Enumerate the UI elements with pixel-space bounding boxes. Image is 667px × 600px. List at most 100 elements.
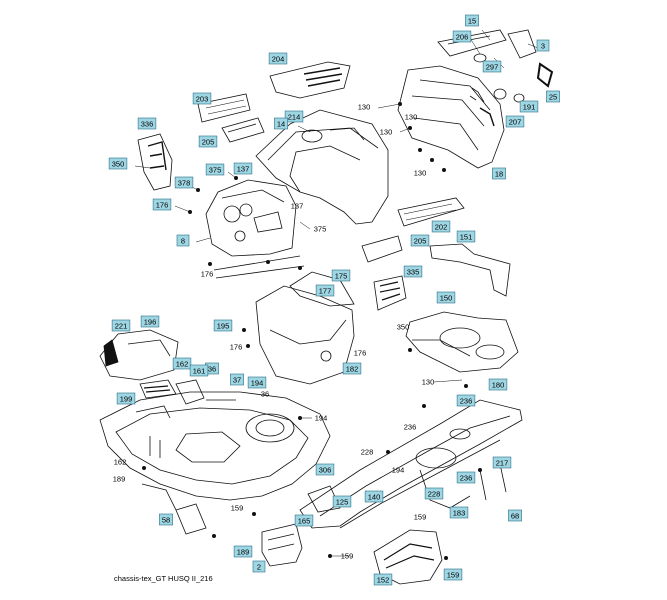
callout-number: 228 — [361, 448, 374, 457]
part-callout-130: 130 — [358, 103, 371, 112]
part-callout-228: 228 — [424, 487, 444, 500]
callout-box — [137, 117, 157, 130]
part-callout-236: 236 — [404, 423, 417, 432]
part-callout-176: 176 — [354, 349, 367, 358]
part-callout-350: 350 — [397, 323, 410, 332]
callout-number: 137 — [291, 202, 304, 211]
callout-number: 151 — [460, 233, 473, 242]
callout-number: 137 — [237, 165, 250, 174]
callout-number: 189 — [113, 475, 126, 484]
part-callout-14: 14 — [274, 117, 288, 130]
diagram-caption: chassis-tex_GT HUSQ II_216 — [114, 574, 213, 583]
callout-box — [315, 284, 335, 297]
callout-number: 36 — [208, 365, 216, 374]
callout-number: 8 — [181, 237, 185, 246]
callout-number: 375 — [314, 225, 327, 234]
callout-number: 159 — [341, 552, 354, 561]
callout-box — [205, 163, 225, 176]
callout-number: 2 — [257, 563, 261, 572]
part-callout-214: 214 — [284, 110, 304, 123]
part-callout-335: 335 — [403, 265, 423, 278]
part-callout-205: 205 — [198, 135, 218, 148]
callout-box — [230, 373, 244, 386]
part-outlines — [99, 29, 554, 585]
callout-number: 206 — [456, 33, 469, 42]
part-callout-58: 58 — [159, 513, 173, 526]
leader-lines — [134, 29, 539, 557]
callout-number: 159 — [447, 571, 460, 580]
callout-box — [159, 513, 173, 526]
callout-box — [213, 319, 233, 332]
part-callout-15: 15 — [465, 14, 479, 27]
part-callout-137: 137 — [233, 162, 253, 175]
callout-box — [456, 471, 476, 484]
callout-number: 152 — [377, 576, 390, 585]
callout-number: 336 — [141, 120, 154, 129]
callout-number: 375 — [209, 166, 222, 175]
part-callout-297: 297 — [482, 60, 502, 73]
part-callout-140: 140 — [364, 490, 384, 503]
part-callout-199: 199 — [116, 392, 136, 405]
callout-box — [488, 378, 508, 391]
callout-number: 182 — [346, 365, 359, 374]
callout-number: 130 — [405, 113, 418, 122]
callout-box — [431, 220, 451, 233]
callout-number: 236 — [404, 423, 417, 432]
callout-number: 180 — [492, 381, 505, 390]
callout-box — [247, 376, 267, 389]
callout-number: 159 — [231, 504, 244, 513]
callout-box — [508, 509, 522, 522]
callout-box — [189, 364, 209, 377]
part-callout-25: 25 — [546, 90, 560, 103]
callout-box — [492, 167, 506, 180]
callout-number: 228 — [428, 490, 441, 499]
callout-box — [452, 30, 472, 43]
callout-number: 194 — [392, 466, 405, 475]
callout-box — [410, 234, 430, 247]
part-callout-180: 180 — [488, 378, 508, 391]
part-callout-182: 182 — [342, 362, 362, 375]
callout-number: 177 — [319, 287, 332, 296]
callout-number: 196 — [144, 318, 157, 327]
part-callout-189: 189 — [113, 475, 126, 484]
callout-number: 350 — [397, 323, 410, 332]
callout-number: 350 — [112, 160, 125, 169]
part-callout-175: 175 — [331, 269, 351, 282]
part-callout-204: 204 — [268, 52, 288, 65]
part-callout-203: 203 — [192, 92, 212, 105]
part-callout-137: 137 — [291, 202, 304, 211]
callout-box — [176, 234, 190, 247]
callout-number: 176 — [201, 270, 214, 279]
callout-box — [332, 495, 352, 508]
callout-number: 162 — [176, 360, 189, 369]
part-callout-202: 202 — [431, 220, 451, 233]
part-callout-196: 196 — [140, 315, 160, 328]
callout-number: 125 — [336, 498, 349, 507]
fasteners — [142, 102, 482, 560]
callout-box — [140, 315, 160, 328]
callout-box — [449, 506, 469, 519]
callout-number: 306 — [319, 466, 332, 475]
callout-number: 205 — [414, 237, 427, 246]
callout-box — [456, 230, 476, 243]
part-callout-37: 37 — [230, 373, 244, 386]
callout-number: 176 — [354, 349, 367, 358]
callout-number: 162 — [114, 458, 127, 467]
part-callout-205: 205 — [410, 234, 430, 247]
callout-number: 297 — [486, 63, 499, 72]
part-callout-350: 350 — [108, 157, 128, 170]
callout-number: 221 — [115, 322, 128, 331]
callout-box — [364, 490, 384, 503]
part-callout-125: 125 — [332, 495, 352, 508]
part-callout-162: 162 — [172, 357, 192, 370]
part-callout-236: 236 — [456, 394, 476, 407]
callout-box — [492, 456, 512, 469]
part-callout-150: 150 — [436, 291, 456, 304]
callout-box — [436, 291, 456, 304]
part-callout-194: 194 — [315, 414, 328, 423]
callout-box — [198, 135, 218, 148]
callout-box — [233, 162, 253, 175]
callout-box — [174, 176, 194, 189]
callout-number: 36 — [261, 390, 269, 399]
